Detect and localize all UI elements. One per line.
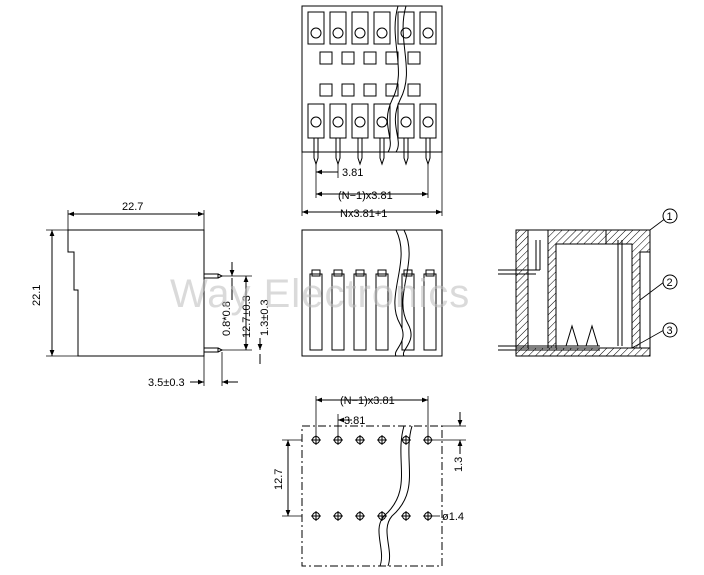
side-height-label: 22.1 [31, 285, 43, 306]
pin-size-label: 0.8*0.8 [221, 301, 233, 336]
side-view-body [67, 229, 205, 357]
footprint-pitch-label: 3.81 [344, 415, 365, 427]
break-line [386, 5, 399, 153]
tail-length-label: 3.5±0.3 [148, 377, 185, 389]
svg-text:2: 2 [667, 277, 673, 289]
pin-pitch-label: 12.7±0.3 [241, 295, 253, 338]
section-view [498, 217, 667, 357]
callout-3: 3 [662, 322, 678, 338]
upper-pin [203, 273, 219, 279]
footprint-holes-upper [311, 435, 433, 445]
footprint-span-label: (N−1)x3.81 [340, 395, 395, 407]
lower-pin [203, 347, 219, 353]
bottom-terminal-row [307, 103, 437, 139]
top-pitch-label: 3.81 [342, 167, 363, 179]
hole-diameter-label: ø1.4 [442, 511, 464, 523]
top-span-label: (N−1)x3.81 [338, 190, 393, 202]
svg-text:1: 1 [667, 211, 673, 223]
top-view-pins [313, 138, 431, 166]
side-view [46, 210, 263, 386]
top-total-label: Nx3.81+1 [340, 208, 387, 220]
callout-1: 1 [662, 208, 678, 224]
top-view-body [301, 5, 443, 153]
row-spacing-label: 12.7 [273, 469, 285, 490]
front-view [301, 229, 443, 357]
front-slots [309, 269, 437, 351]
footprint-outline [301, 425, 443, 567]
footprint-offset-label: 1.3 [453, 457, 465, 472]
footprint-holes-lower [311, 511, 433, 521]
watermark-text: Way Electronics [170, 272, 470, 316]
front-view-body [301, 229, 443, 357]
callout-2: 2 [662, 274, 678, 290]
svg-text:3: 3 [667, 325, 673, 337]
pin-offset-label: 1.3±0.3 [259, 299, 271, 336]
top-window-row-lower [319, 83, 421, 97]
top-view [301, 5, 443, 216]
pcb-footprint [282, 396, 466, 567]
side-width-label: 22.7 [122, 201, 143, 213]
top-terminal-row [307, 11, 437, 45]
